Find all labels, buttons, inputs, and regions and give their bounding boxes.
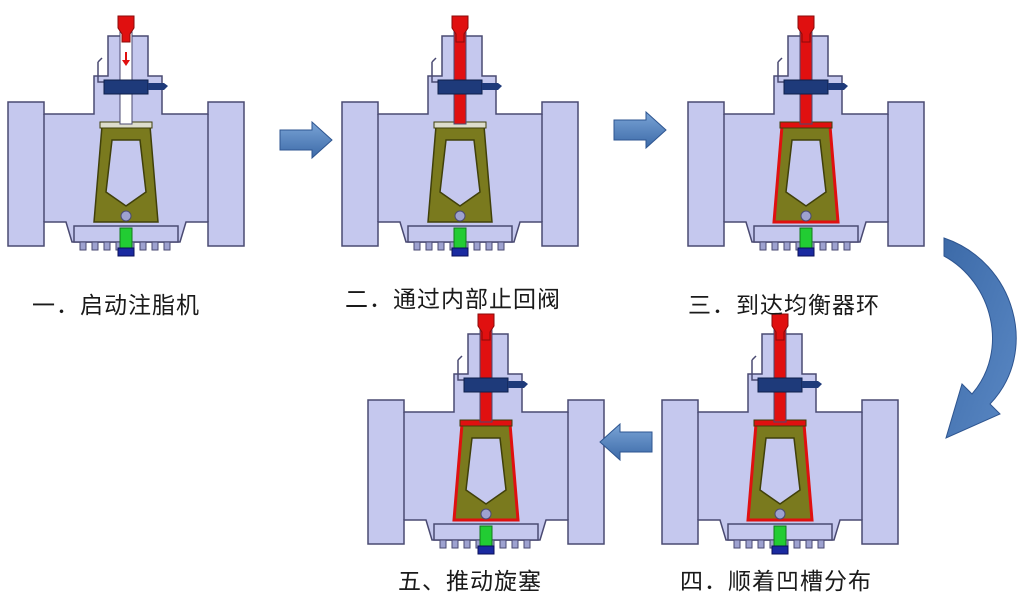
step-2-caption: 二．通过内部止回阀 (345, 287, 561, 313)
step-1-caption: 一．启动注脂机 (32, 293, 200, 319)
right-arrow-icon (279, 120, 333, 160)
valve-step-5 (367, 313, 605, 555)
valve-step-3 (687, 15, 925, 257)
valve-step-2 (341, 15, 579, 257)
valve-step-4 (661, 313, 899, 555)
left-arrow-icon (599, 422, 653, 462)
step-4-caption: 四．顺着凹槽分布 (680, 569, 872, 595)
valve-step-1 (7, 15, 245, 257)
step-5-caption: 五、推动旋塞 (398, 569, 542, 595)
step-3-caption: 三．到达均衡器环 (688, 293, 880, 319)
curved-arrow-icon (943, 237, 1017, 439)
right-arrow-icon (613, 110, 667, 150)
